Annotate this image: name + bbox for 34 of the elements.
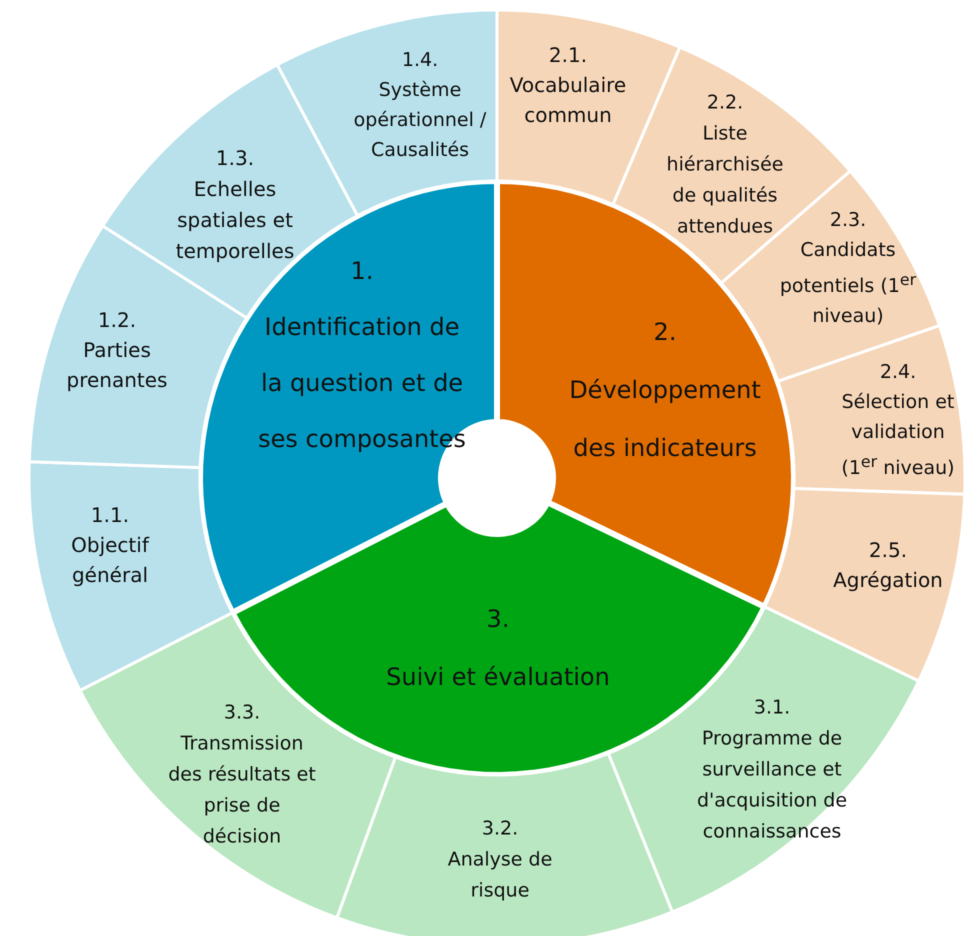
- section-title: Sélection et validation (1$^{er}$ niveau): [840, 390, 956, 482]
- section-title: Programme de surveillance et d'acquisition de connaissances: [696, 726, 848, 844]
- section-number: 1.1.: [90, 502, 130, 529]
- section-title: Echelles spatiales et temporelles: [174, 176, 296, 265]
- section-title: Système opérationnel / Causalités: [352, 78, 488, 163]
- outer-ring-segment: [336, 753, 673, 936]
- section-number: 2.3.: [830, 208, 866, 233]
- section-number: 2.: [654, 317, 676, 348]
- section-number: 2.4.: [880, 360, 916, 385]
- section-number: 3.: [486, 604, 510, 635]
- section-number: 1.3.: [216, 145, 254, 172]
- section-number: 3.2.: [482, 816, 518, 842]
- section-number: 1.2.: [98, 307, 136, 334]
- outer-ring-segment: [764, 488, 965, 681]
- section-title: Suivi et évaluation: [386, 662, 610, 693]
- outer-ring-segment: [777, 325, 965, 495]
- outer-ring-segment: [29, 461, 233, 691]
- section-title: Candidats potentiels (1$^{er}$ niveau): [778, 238, 918, 330]
- section-number: 2.5.: [868, 537, 908, 564]
- section-title: Objectif général: [70, 532, 150, 589]
- section-title: Agrégation: [833, 567, 943, 594]
- outer-ring-segment: [608, 606, 919, 912]
- section-title: Vocabulaire commun: [508, 72, 628, 129]
- section-title: Transmission des résultats et prise de décision: [167, 732, 317, 850]
- section-number: 1.4.: [402, 48, 438, 73]
- section-title: Liste hiérarchisée de qualités attendues: [666, 122, 784, 240]
- section-title: Analyse de risque: [446, 848, 554, 904]
- section-number: 1.: [350, 256, 374, 287]
- section-number: 2.1.: [548, 42, 588, 69]
- section-title: Développement des indicateurs: [568, 375, 762, 464]
- section-number: 3.3.: [224, 700, 260, 726]
- section-number: 2.2.: [706, 90, 744, 116]
- section-number: 3.1.: [754, 696, 790, 720]
- section-title: Parties prenantes: [66, 337, 168, 394]
